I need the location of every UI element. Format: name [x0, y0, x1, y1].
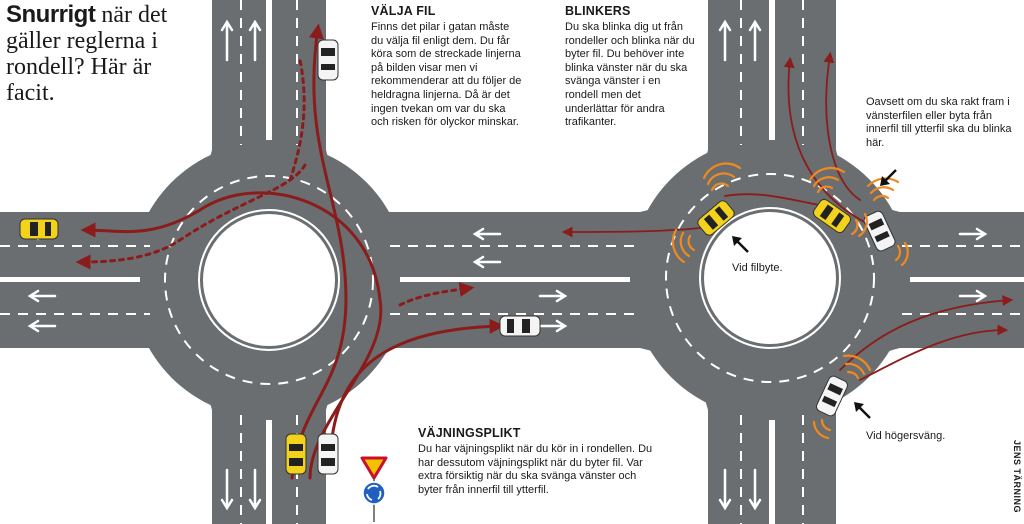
- car-white-bottom: [317, 433, 339, 475]
- car-taxi-bottom: [285, 433, 307, 475]
- roundabout-sign-icon: [362, 481, 386, 505]
- car-white-top: [317, 39, 339, 81]
- left-central-island: [203, 214, 335, 346]
- section-title: BLINKERS: [565, 4, 631, 18]
- headline-rest: när det gäller reglerna i rondell? Här ä…: [6, 2, 168, 106]
- car-taxi-lane-change: [697, 200, 735, 236]
- section-body: Du har väjningsplikt när du kör in i ron…: [418, 443, 653, 496]
- callout-blink-here: Oavsett om du ska rakt fram i vänsterfil…: [866, 96, 1012, 149]
- photo-credit: JENS TÄRNING: [1012, 440, 1022, 514]
- car-white-middle: [499, 315, 541, 337]
- car-taxi-left: [19, 218, 59, 240]
- section-title: VÄJNINGSPLIKT: [418, 426, 521, 440]
- pointer-arrow-icon: [732, 169, 897, 419]
- section-title: VÄLJA FIL: [371, 4, 436, 18]
- blinker-icon: [671, 162, 909, 440]
- section-vajningsplikt: VÄJNINGSPLIKT Du har väjningsplikt när d…: [418, 426, 658, 497]
- headline-bold: Snurrigt: [6, 1, 96, 28]
- section-blinkers: BLINKERS Du ska blinka dig ut från ronde…: [565, 4, 695, 130]
- car-white-exit: [863, 210, 896, 252]
- car-white-right-turn: [816, 375, 848, 417]
- section-body: Finns det pilar i gatan måste du välja f…: [371, 21, 522, 129]
- section-valja-fil: VÄLJA FIL Finns det pilar i gatan måste …: [371, 4, 523, 130]
- section-body: Du ska blinka dig ut från rondeller och …: [565, 21, 695, 129]
- callout-right-turn: Vid högersväng.: [866, 430, 946, 442]
- car-taxi-exit: [812, 198, 852, 234]
- right-central-island: [704, 212, 836, 344]
- headline: Snurrigt när det gäller reglerna i ronde…: [6, 1, 196, 107]
- callout-lane-change: Vid filbyte.: [732, 262, 783, 274]
